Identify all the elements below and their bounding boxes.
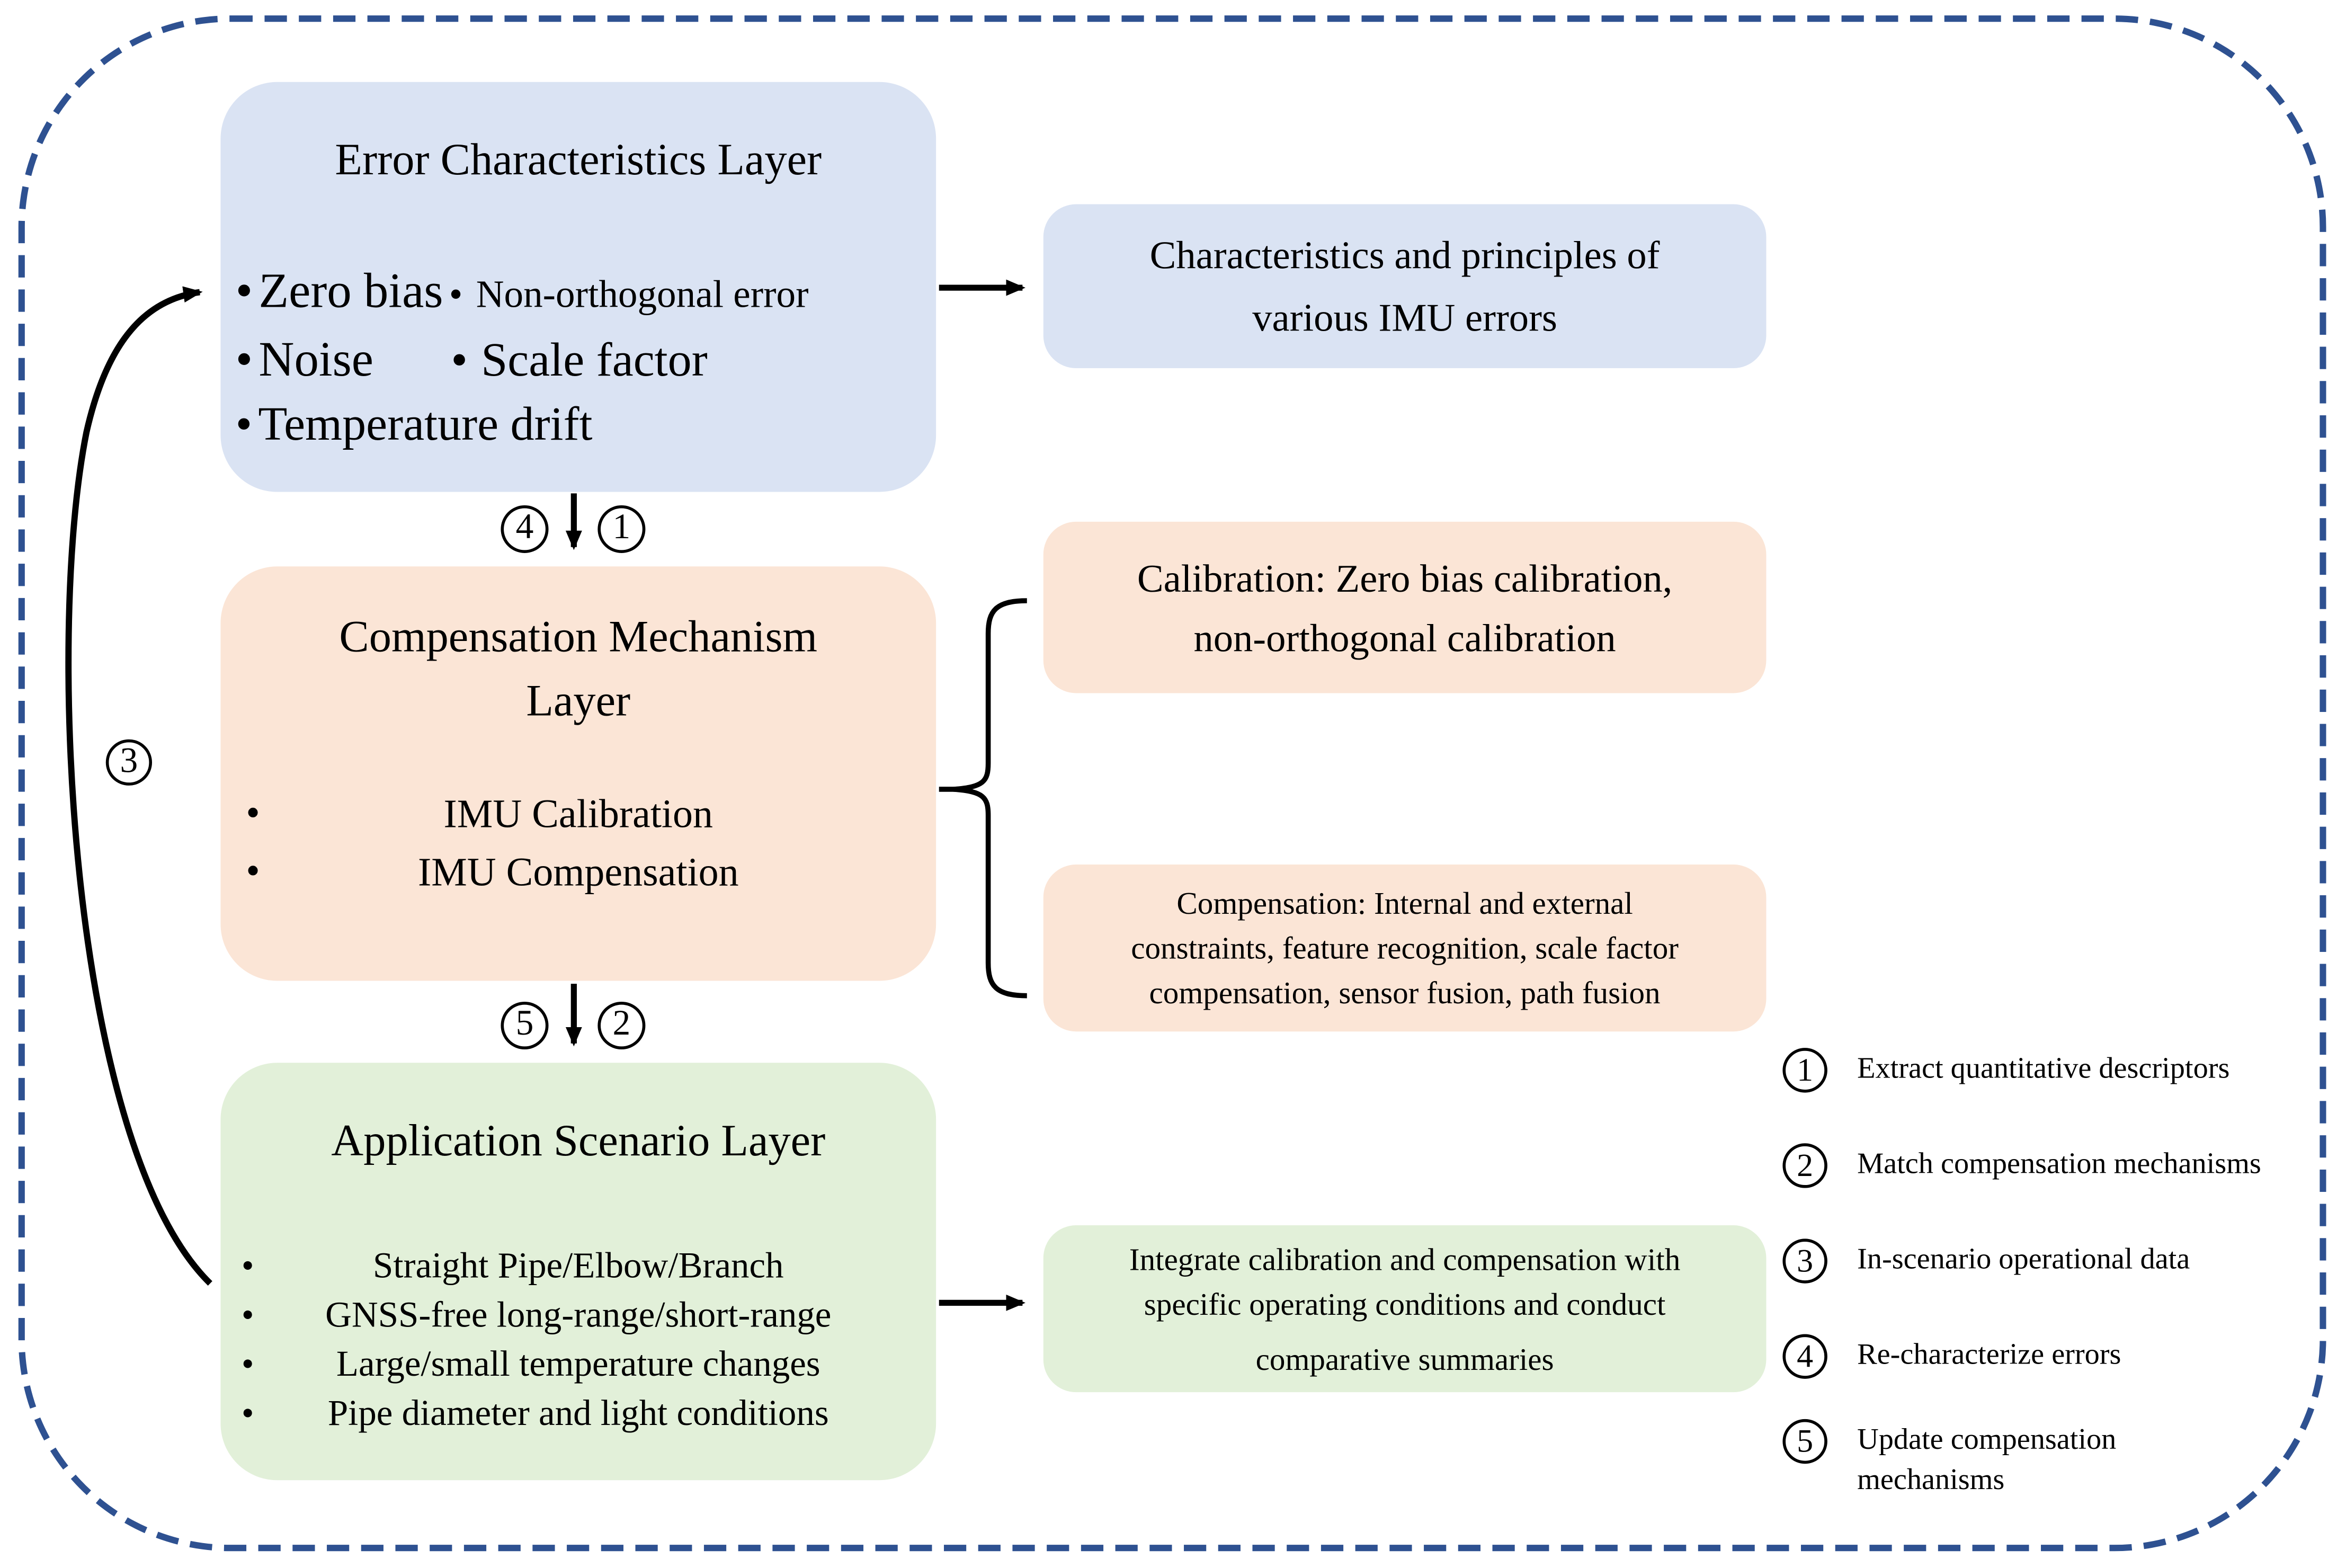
application-description-box: Integrate calibration and compensation w… [1043,1225,1767,1393]
flow-circle-1: 1 [597,505,646,553]
application-item-pipe-types: Straight Pipe/Elbow/Branch [373,1246,784,1287]
flow-circle-4: 4 [501,505,549,553]
compensation-layer-title: Compensation Mechanism Layer [220,605,936,733]
application-item-temperature: Large/small temperature changes [336,1344,820,1385]
bullet-icon: • [241,1346,254,1385]
error-items-row3: Temperature drift [236,395,593,452]
compensation-item-compensation: IMU Compensation [417,849,739,895]
legend-label-3: In-scenario operational data [1857,1243,2190,1276]
error-item-noise: Noise [236,334,373,387]
bullet-icon: • [241,1395,254,1434]
legend-circle-1: 1 [1782,1048,1827,1093]
error-layer-title: Error Characteristics Layer [335,136,822,185]
compensation-description-box: Compensation: Internal and external cons… [1043,865,1767,1032]
calibration-description-box: Calibration: Zero bias calibration, non-… [1043,521,1767,693]
legend-item-1: 1 Extract quantitative descriptors [1782,1048,2230,1093]
application-item-pipe-diameter: Pipe diameter and light conditions [327,1393,829,1434]
error-characteristics-layer-box: Error Characteristics Layer Zero biasNon… [220,82,936,492]
compensation-desc-line3: compensation, sensor fusion, path fusion [1149,975,1661,1011]
flow-circle-2: 2 [597,1001,646,1049]
flow-circle-5: 5 [501,1001,549,1049]
calibration-line1: Calibration: Zero bias calibration, [1137,555,1673,600]
loop-arrow-application-to-error [65,286,212,1286]
error-description-line1: Characteristics and principles of [1149,232,1660,278]
calibration-line2: non-orthogonal calibration [1193,614,1616,660]
legend-item-5: 5 Update compensation mechanisms [1782,1419,2163,1501]
error-description-box: Characteristics and principles of variou… [1043,204,1767,369]
application-layer-title: Application Scenario Layer [331,1116,826,1166]
bullet-icon: • [246,848,260,893]
error-item-temperature-drift: Temperature drift [236,396,593,450]
compensation-title-line1: Compensation Mechanism [339,612,818,662]
legend-label-4: Re-characterize errors [1857,1338,2121,1371]
compensation-desc-line1: Compensation: Internal and external [1176,885,1633,921]
compensation-title-line2: Layer [526,676,631,726]
application-desc-line2: specific operating conditions and conduc… [1144,1285,1666,1322]
compensation-mechanism-layer-box: Compensation Mechanism Layer • IMU Calib… [220,566,936,981]
error-description-line2: various IMU errors [1252,295,1557,340]
bullet-icon: • [246,790,260,835]
application-scenario-layer-box: Application Scenario Layer • Straight Pi… [220,1063,936,1481]
application-desc-line1: Integrate calibration and compensation w… [1129,1241,1681,1277]
legend-item-4: 4 Re-characterize errors [1782,1334,2121,1379]
legend-circle-2: 2 [1782,1143,1827,1188]
legend-label-2: Match compensation mechanisms [1857,1147,2261,1181]
compensation-desc-line2: constraints, feature recognition, scale … [1131,930,1679,966]
bullet-icon: • [241,1297,254,1336]
legend-label-1: Extract quantitative descriptors [1857,1052,2230,1085]
error-item-non-orthogonal: Non-orthogonal error [449,273,809,316]
application-item-gnss-free: GNSS-free long-range/short-range [325,1295,832,1336]
bullet-icon: • [241,1248,254,1287]
legend-circle-3: 3 [1782,1239,1827,1284]
legend-label-5: Update compensation mechanisms [1857,1423,2117,1497]
legend-circle-5: 5 [1782,1419,1827,1464]
error-item-zero-bias: Zero bias [236,265,443,319]
brace [951,598,1027,999]
application-desc-line3: comparative summaries [1255,1341,1554,1377]
error-item-scale-factor: Scale factor [451,332,707,386]
error-items-row2: Noise Scale factor [236,331,708,389]
error-items-row1: Zero biasNon-orthogonal error [236,264,809,320]
legend-circle-4: 4 [1782,1334,1827,1379]
dashed-border [18,15,2326,1552]
compensation-item-calibration: IMU Calibration [443,791,713,836]
legend-item-2: 2 Match compensation mechanisms [1782,1143,2261,1188]
legend-item-3: 3 In-scenario operational data [1782,1239,2190,1284]
flow-circle-3: 3 [105,739,153,786]
